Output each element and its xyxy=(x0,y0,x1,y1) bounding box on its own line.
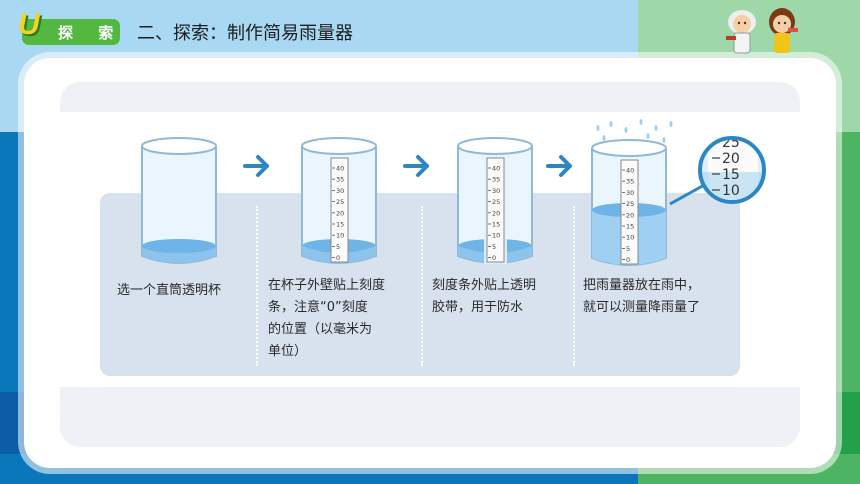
step-divider xyxy=(421,206,423,366)
step-divider xyxy=(573,206,575,366)
badge-logo-letter: U xyxy=(18,8,40,41)
magnifier-tick-label: 15 xyxy=(722,167,740,183)
ruler-tick-label: 40 xyxy=(336,165,344,173)
magnifier-tick-label: 20 xyxy=(722,151,740,167)
magnifier-tick-label: 25 xyxy=(722,135,740,151)
caption-line: 刻度条外贴上透明 xyxy=(432,278,537,293)
caption-line: 在杯子外壁贴上刻度 xyxy=(268,278,386,293)
ruler-tick-label: 25 xyxy=(336,198,344,206)
ruler-tick-label: 5 xyxy=(336,243,340,251)
ruler-tick-label: 0 xyxy=(492,254,496,262)
caption-line: 条，注意“0”刻度 xyxy=(268,300,368,315)
ruler-tick-label: 35 xyxy=(492,176,500,184)
ruler-tick-label: 40 xyxy=(626,167,634,175)
magnifier-tick-label: 10 xyxy=(722,183,740,199)
ruler-tick-label: 35 xyxy=(336,176,344,184)
ruler-tick-label: 10 xyxy=(626,234,634,242)
ruler-tick-label: 20 xyxy=(492,209,500,217)
ruler-tick-label: 30 xyxy=(336,187,344,195)
ruler-tick-label: 35 xyxy=(626,178,634,186)
ruler-tick-label: 20 xyxy=(336,209,344,217)
badge-label: 探 索 xyxy=(58,24,124,42)
cup-with-ruler-illustration: 40 35 30 25 20 15 10 5 0 xyxy=(301,137,377,264)
arrow-right-icon xyxy=(243,155,269,177)
ruler-tick-label: 25 xyxy=(492,198,500,206)
arrow-right-icon xyxy=(546,155,572,177)
ruler-tick-label: 30 xyxy=(626,189,634,197)
caption-line: 把雨量器放在雨中， xyxy=(583,278,701,293)
mascot-illustration xyxy=(726,8,798,54)
ruler-tick-label: 15 xyxy=(336,221,344,229)
plain-cup-illustration xyxy=(141,137,217,264)
step-1-caption: 选一个直筒透明杯 xyxy=(117,283,222,298)
cup-with-taped-ruler-illustration: 40 35 30 25 20 15 10 5 0 xyxy=(457,137,533,264)
ruler-tick-label: 15 xyxy=(492,221,500,229)
ruler-tick-label: 25 xyxy=(626,200,634,208)
step-2-caption: 在杯子外壁贴上刻度 条，注意“0”刻度 的位置（以毫米为 单位） xyxy=(268,275,385,363)
ruler-tick-label: 0 xyxy=(336,254,340,262)
rain-gauge-in-rain-illustration: 40 35 30 25 20 15 10 5 0 xyxy=(591,119,673,266)
ruler-tick-label: 5 xyxy=(626,245,630,253)
step-3-caption: 刻度条外贴上透明 胶带，用于防水 xyxy=(432,275,536,319)
caption-line: 单位） xyxy=(268,344,308,359)
step-4-caption: 把雨量器放在雨中， 就可以测量降雨量了 xyxy=(583,275,700,319)
step-divider xyxy=(256,206,258,366)
caption-line: 胶带，用于防水 xyxy=(432,300,524,315)
caption-line: 就可以测量降雨量了 xyxy=(583,300,701,315)
arrow-right-icon xyxy=(403,155,429,177)
ruler-tick-label: 15 xyxy=(626,223,634,231)
ruler-tick-label: 40 xyxy=(492,165,500,173)
ruler-tick-label: 10 xyxy=(336,232,344,240)
ruler-tick-label: 5 xyxy=(492,243,496,251)
ruler-tick-label: 10 xyxy=(492,232,500,240)
ruler-tick-label: 0 xyxy=(626,256,630,264)
ruler-tick-label: 30 xyxy=(492,187,500,195)
caption-line: 的位置（以毫米为 xyxy=(268,322,373,337)
explore-badge xyxy=(22,19,120,45)
page-title: 二、探索：制作简易雨量器 xyxy=(137,23,353,44)
ruler-tick-label: 20 xyxy=(626,211,634,219)
